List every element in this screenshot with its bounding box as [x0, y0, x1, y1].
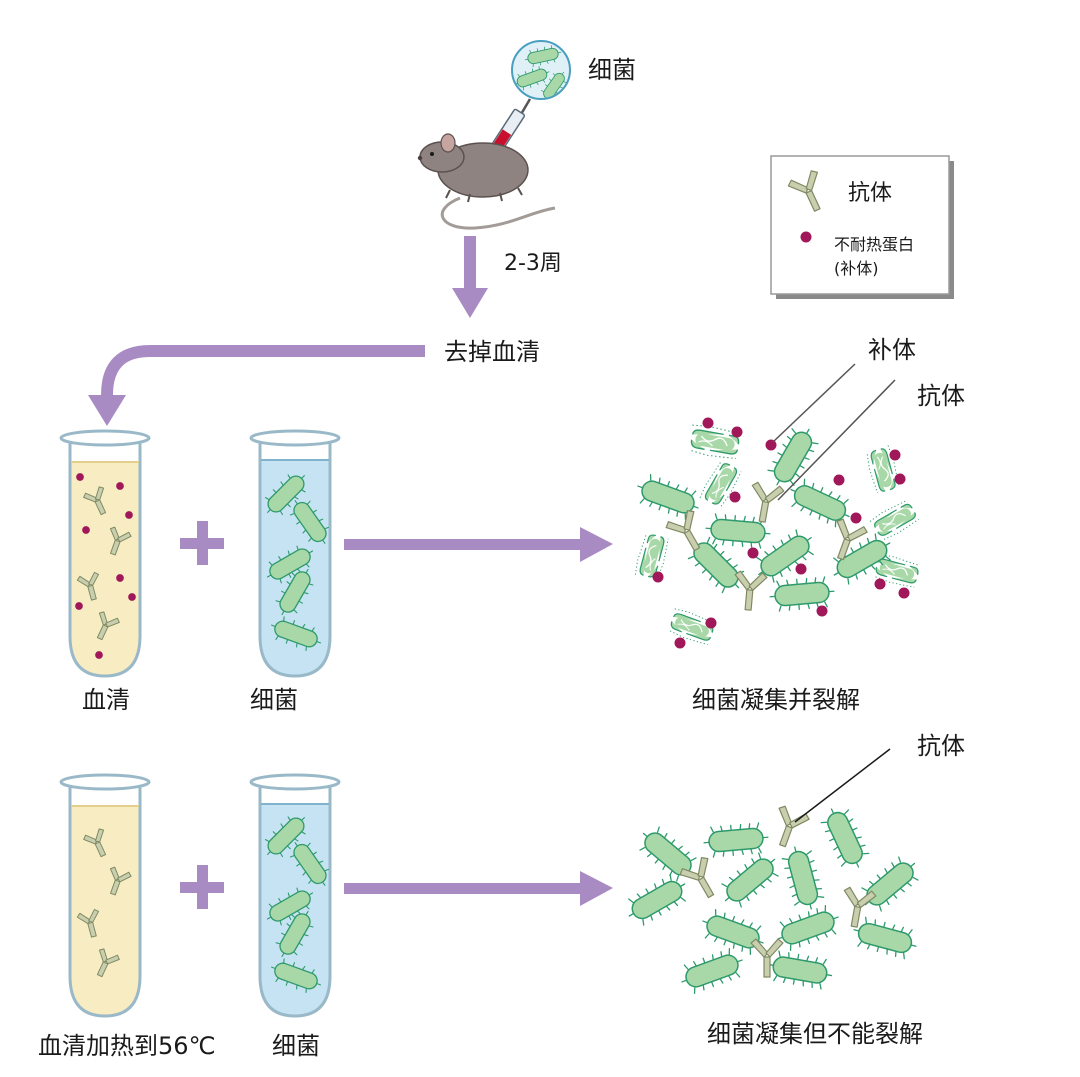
agglutination-cluster: [621, 801, 925, 997]
mouse-icon: [417, 133, 556, 230]
bacteria-tube-row1-label: 细菌: [250, 686, 298, 714]
heated-serum-tube: [59, 773, 151, 1018]
right-arrow-row1: [344, 527, 613, 562]
serum-tube-label: 血清: [82, 686, 130, 714]
remove-serum-label: 去掉血清: [444, 338, 540, 366]
legend-complement-label-2: (补体): [834, 259, 879, 278]
callout-lines-row1: [772, 363, 896, 501]
right-arrow-row2: [344, 871, 613, 906]
down-arrow: [452, 236, 488, 318]
bacteria-tube-row2: [249, 773, 341, 1018]
bacteria-sample-circle: [511, 40, 571, 100]
callout-antibody-row2: 抗体: [917, 732, 965, 760]
legend-complement-dot: [800, 231, 812, 243]
bacteria-label-top: 细菌: [588, 56, 636, 84]
callout-complement-row1: 补体: [868, 336, 916, 364]
plus-sign-row2: [180, 865, 224, 909]
result-label-row2: 细菌凝集但不能裂解: [707, 1020, 923, 1048]
bacteria-tube-row2-label: 细菌: [272, 1032, 320, 1060]
agglutination-lysis-cluster: [632, 417, 922, 649]
callout-antibody-row1: 抗体: [917, 382, 965, 410]
legend-box: 抗体 不耐热蛋白 (补体): [770, 155, 954, 299]
legend-antibody-label: 抗体: [848, 181, 892, 206]
legend-complement-label-1: 不耐热蛋白: [834, 235, 914, 254]
bacteria-tube-row1: [249, 429, 341, 678]
result-label-row1: 细菌凝集并裂解: [692, 686, 860, 714]
remove-serum-arrow: [88, 345, 425, 426]
callout-line-row2: [794, 748, 891, 823]
heated-serum-tube-label: 血清加热到56℃: [38, 1032, 216, 1060]
serum-tube: [59, 429, 151, 678]
plus-sign-row1: [180, 521, 224, 565]
weeks-label: 2-3周: [504, 251, 562, 276]
